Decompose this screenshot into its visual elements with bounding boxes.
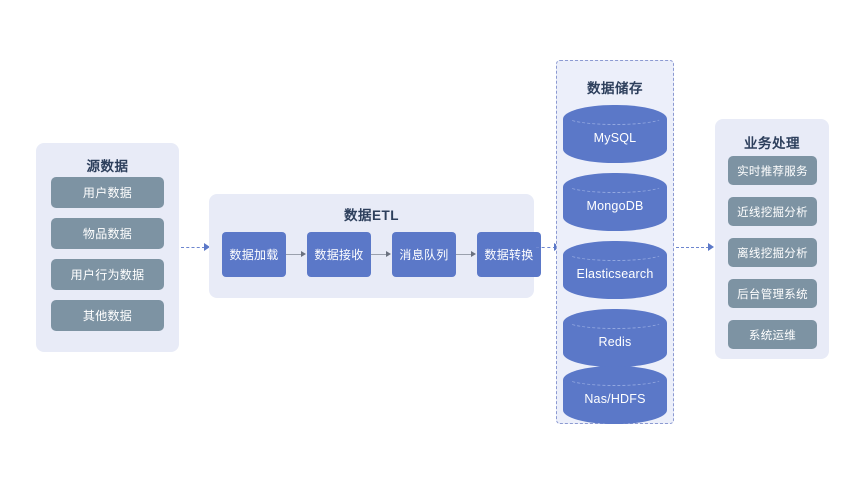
storage-cylinder-elasticsearch[interactable]: Elasticsearch	[563, 241, 667, 299]
etl-step-data-receive[interactable]: 数据接收	[307, 232, 371, 277]
storage-title: 数据储存	[587, 81, 643, 96]
source-item-item-data[interactable]: 物品数据	[51, 218, 164, 249]
storage-cylinder-mysql[interactable]: MySQL	[563, 105, 667, 163]
etl-arrow-2-head	[386, 251, 391, 257]
storage-label-mysql: MySQL	[593, 131, 637, 145]
business-item-nearline-mining[interactable]: 近线挖掘分析	[728, 197, 817, 226]
source-item-other-data[interactable]: 其他数据	[51, 300, 164, 331]
source-item-user-behavior-data[interactable]: 用户行为数据	[51, 259, 164, 290]
business-item-realtime-recommendation[interactable]: 实时推荐服务	[728, 156, 817, 185]
etl-panel: 数据ETL 数据加载 数据接收 消息队列 数据转换	[209, 194, 541, 298]
business-item-system-ops[interactable]: 系统运维	[728, 320, 817, 349]
connector-source-to-etl-arrow	[204, 243, 210, 251]
storage-label-mongodb: MongoDB	[586, 199, 644, 213]
etl-step-data-transform[interactable]: 数据转换	[477, 232, 541, 277]
source-item-user-data[interactable]: 用户数据	[51, 177, 164, 208]
storage-label-nas-hdfs: Nas/HDFS	[584, 392, 646, 406]
etl-arrow-1-head	[301, 251, 306, 257]
cylinder-top-ellipse	[566, 370, 664, 386]
storage-label-redis: Redis	[598, 335, 632, 349]
etl-arrow-1-line	[286, 254, 302, 255]
business-panel: 业务处理 实时推荐服务 近线挖掘分析 离线挖掘分析 后台管理系统 系统运维	[715, 119, 829, 359]
etl-title: 数据ETL	[344, 208, 399, 223]
connector-etl-to-storage-line	[536, 247, 556, 248]
storage-label-elasticsearch: Elasticsearch	[576, 267, 654, 281]
cylinder-top-ellipse	[566, 177, 664, 193]
etl-arrow-2-line	[371, 254, 387, 255]
source-data-title: 源数据	[86, 159, 129, 174]
etl-step-data-load[interactable]: 数据加载	[222, 232, 286, 277]
connector-storage-to-business-arrow	[708, 243, 714, 251]
cylinder-top-ellipse	[566, 109, 664, 125]
storage-cylinder-mongodb[interactable]: MongoDB	[563, 173, 667, 231]
business-item-offline-mining[interactable]: 离线挖掘分析	[728, 238, 817, 267]
storage-cylinder-nas-hdfs[interactable]: Nas/HDFS	[563, 366, 667, 424]
etl-step-message-queue[interactable]: 消息队列	[392, 232, 456, 277]
cylinder-top-ellipse	[566, 245, 664, 261]
connector-storage-to-business-line	[676, 247, 709, 248]
etl-arrow-3-head	[471, 251, 476, 257]
storage-cylinder-redis[interactable]: Redis	[563, 309, 667, 367]
source-data-panel: 源数据 用户数据 物品数据 用户行为数据 其他数据	[36, 143, 179, 352]
connector-source-to-etl-line	[181, 247, 205, 248]
cylinder-top-ellipse	[566, 313, 664, 329]
etl-arrow-3-line	[456, 254, 472, 255]
storage-panel: 数据储存 MySQL MongoDB Elasticsearch Redis N…	[556, 60, 674, 424]
business-title: 业务处理	[744, 136, 800, 151]
business-item-admin-system[interactable]: 后台管理系统	[728, 279, 817, 308]
